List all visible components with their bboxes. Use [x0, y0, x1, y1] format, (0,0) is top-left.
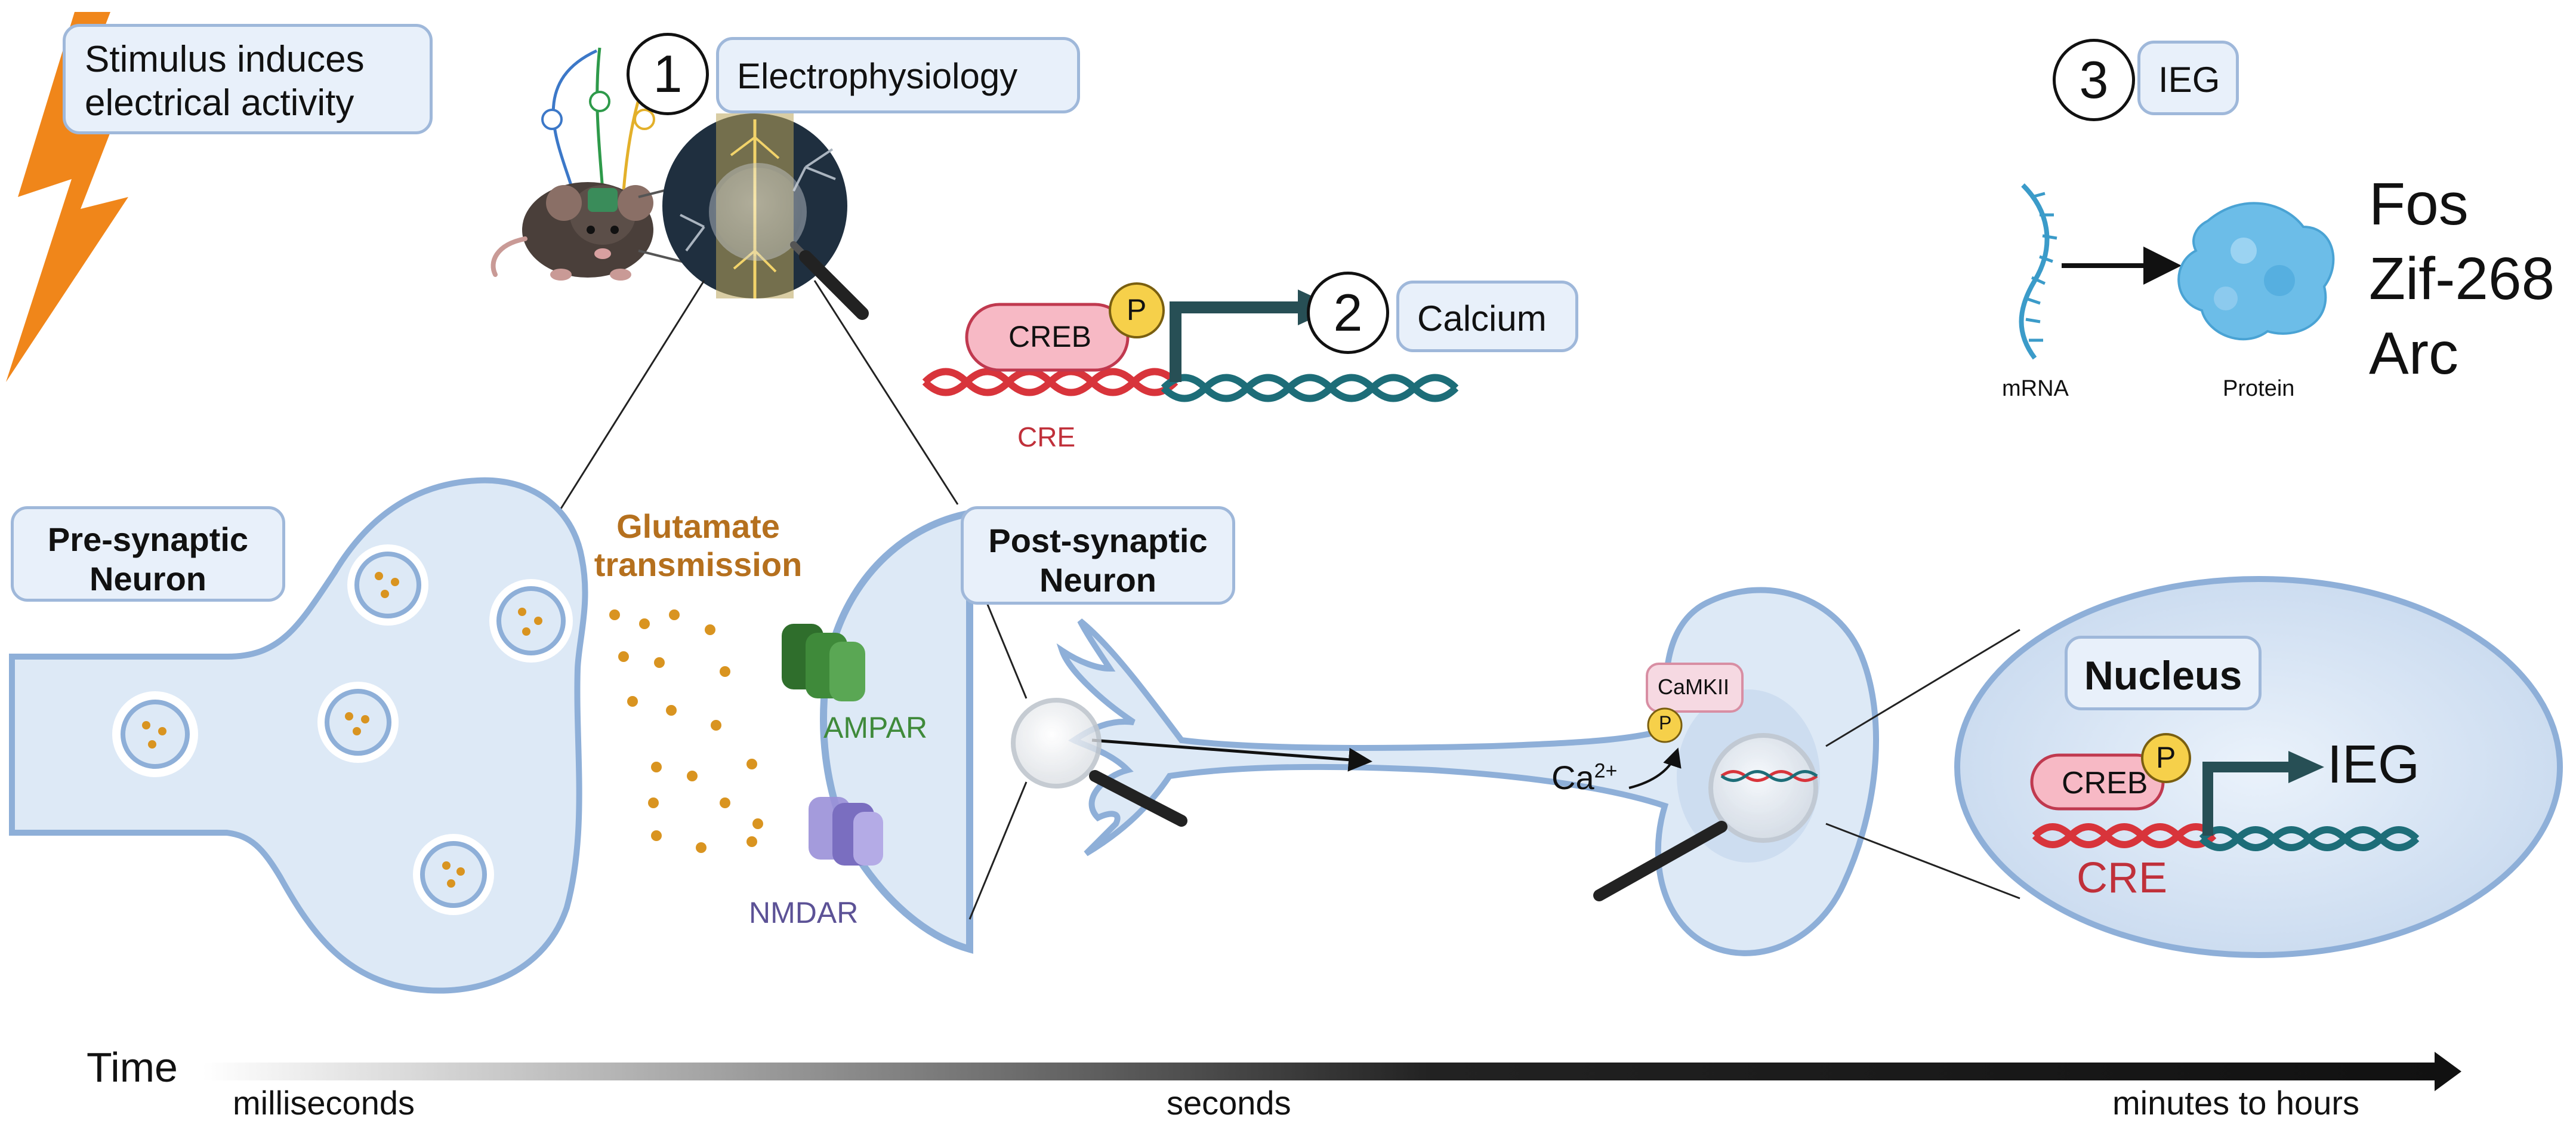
- synaptic-vesicles: [112, 544, 573, 915]
- stimulus-line2: electrical activity: [85, 82, 354, 124]
- glutamate-label: Glutamate transmission: [573, 507, 823, 584]
- presynaptic-line2: Neuron: [90, 560, 206, 598]
- time-arrow: [203, 1052, 2461, 1091]
- protein-label: Protein: [2223, 376, 2295, 401]
- mouse-icon: [490, 47, 655, 281]
- nucleus-creb-label: CREB: [2062, 766, 2148, 800]
- brain-slice-magnifier: [638, 113, 869, 320]
- postsynaptic-line1: Post-synaptic: [988, 522, 1208, 559]
- calcium-ion-charge: 2+: [1594, 759, 1618, 783]
- signal-arrow: [1091, 738, 1372, 772]
- nmdar-receptor-icon: [809, 797, 883, 866]
- nucleus-p-label: P: [2156, 741, 2176, 774]
- postsynaptic-line2: Neuron: [1039, 561, 1156, 599]
- spine-magnifier-icon: [968, 561, 1187, 920]
- nucleus-ieg-label: IEG: [2327, 735, 2420, 795]
- postsynaptic-label: Post-synaptic Neuron: [961, 506, 1235, 605]
- presynaptic-label: Pre-synaptic Neuron: [11, 506, 285, 602]
- glutamate-molecules: [609, 609, 763, 853]
- mrna-icon: [2019, 183, 2057, 360]
- mrna-label: mRNA: [2002, 376, 2069, 401]
- zoom-line-left: [557, 280, 705, 514]
- zoom-line-right: [813, 280, 959, 505]
- step-1-number: 1: [627, 33, 709, 115]
- phospho-p-top: [1109, 282, 1165, 338]
- calcium-ion-label: Ca2+: [1551, 758, 1617, 797]
- step-3-number: 3: [2053, 39, 2135, 121]
- camkii-magnifier-icon: [1593, 663, 1818, 901]
- cre-top-label: CRE: [1017, 421, 1076, 452]
- glutamate-line1: Glutamate: [616, 507, 780, 545]
- zoom-line-nucleus-bottom: [1825, 823, 2020, 900]
- camkii-p-label: P: [1659, 712, 1672, 734]
- time-middle-label: seconds: [1167, 1084, 1291, 1122]
- nmdar-label: NMDAR: [749, 896, 859, 929]
- protein-icon: [2177, 202, 2335, 341]
- zoom-line-nucleus-top: [1825, 629, 2020, 747]
- ampar-receptor-icon: [782, 624, 865, 701]
- step-2-label: Calcium: [1396, 281, 1578, 352]
- calcium-ion-symbol: Ca: [1551, 759, 1594, 796]
- time-end-label: minutes to hours: [2112, 1084, 2359, 1122]
- ieg-gene-fos: Fos: [2369, 171, 2469, 238]
- stimulus-line1: Stimulus induces: [85, 39, 365, 80]
- creb-dna-top: [922, 282, 1459, 402]
- stimulus-label: Stimulus induces electrical activity: [63, 24, 433, 134]
- step-3-label: IEG: [2137, 41, 2239, 115]
- creb-top-label: CREB: [1008, 320, 1091, 353]
- step-2-number: 2: [1307, 272, 1389, 354]
- lightning-bolt-icon: [6, 12, 128, 382]
- creb-protein-top: [965, 303, 1130, 372]
- ampar-label: AMPAR: [823, 711, 928, 744]
- ieg-gene-arc: Arc: [2369, 320, 2458, 387]
- presynaptic-line1: Pre-synaptic: [47, 521, 249, 558]
- transcription-arrow-top: [1170, 301, 1301, 382]
- nucleus-cre-label: CRE: [2077, 854, 2168, 902]
- ieg-gene-zif268: Zif-268: [2369, 245, 2555, 312]
- time-start-label: milliseconds: [233, 1084, 415, 1122]
- glutamate-line2: transmission: [594, 546, 803, 584]
- time-label: Time: [87, 1044, 178, 1091]
- p-top-label: P: [1127, 293, 1147, 327]
- creb-dna-nucleus: [2030, 733, 2420, 851]
- nucleus-title: Nucleus: [2065, 636, 2262, 710]
- camkii-label: CaMKII: [1658, 675, 1730, 699]
- step-1-label: Electrophysiology: [716, 37, 1080, 113]
